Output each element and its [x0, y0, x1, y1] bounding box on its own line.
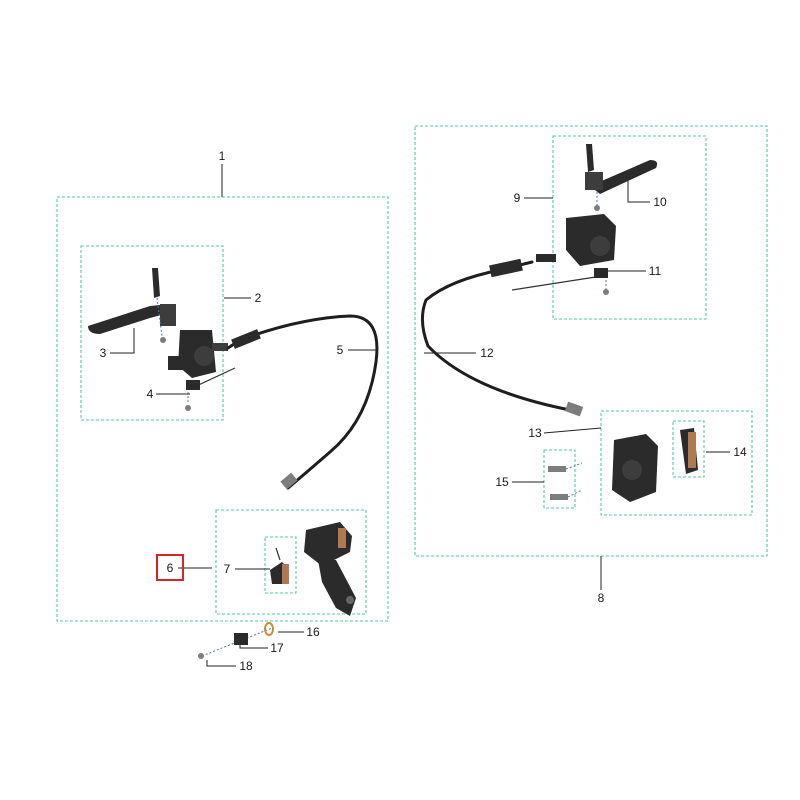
- master-cylinder-left: [168, 330, 228, 378]
- brake-hose-right: [421, 258, 584, 417]
- brake-lever-right: [585, 160, 658, 194]
- brake-hose-left: [226, 314, 379, 490]
- group-box-pads-left: [264, 536, 297, 594]
- callout-10: 10: [653, 195, 667, 209]
- brake-pads-left: [270, 547, 289, 584]
- brake-lever-left: [88, 304, 176, 334]
- group-box-master-cylinder-left: [80, 245, 224, 421]
- callout-4: 4: [147, 387, 154, 401]
- callout-1: 1: [219, 149, 226, 163]
- brake-switch-right: [511, 268, 609, 295]
- callout-6: 6: [167, 561, 174, 575]
- caliper-bolts-right: [548, 462, 583, 500]
- callout-15: 15: [495, 475, 509, 489]
- callout-11: 11: [649, 264, 662, 278]
- callout-9: 9: [514, 191, 521, 205]
- group-box-pads-right: [672, 420, 705, 478]
- callout-17: 17: [270, 641, 284, 655]
- callout-5: 5: [337, 343, 344, 357]
- lever-pin-right: [586, 144, 600, 211]
- callout-18: 18: [239, 659, 253, 673]
- small-parts-left: [198, 622, 274, 659]
- callout-7: 7: [224, 562, 231, 576]
- callout-12: 12: [480, 346, 494, 360]
- brake-pads-right: [680, 428, 698, 474]
- caliper-left: [304, 522, 356, 616]
- lever-pin-left: [152, 268, 166, 343]
- group-box-caliper-right: [600, 410, 753, 516]
- master-cylinder-right: [536, 214, 616, 266]
- callout-13: 13: [528, 426, 542, 440]
- caliper-right: [612, 434, 658, 502]
- callout-16: 16: [306, 625, 320, 639]
- group-box-bolts-right: [543, 449, 576, 509]
- callout-14: 14: [733, 445, 747, 459]
- group-box-caliper-left: [215, 509, 367, 615]
- group-box-rear-brake: [414, 125, 768, 557]
- highlight-box-callout-6: [156, 554, 184, 581]
- callout-2: 2: [255, 291, 262, 305]
- group-box-master-cylinder-right: [552, 135, 707, 320]
- callout-labels: 1 2 3 4 5 6 7 8 9 10 11 12 13 14 15 16 1…: [100, 149, 747, 673]
- callout-3: 3: [100, 346, 107, 360]
- leader-lines: [110, 164, 730, 667]
- callout-8: 8: [598, 591, 605, 605]
